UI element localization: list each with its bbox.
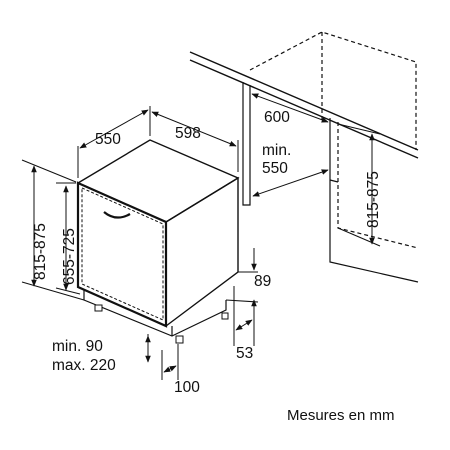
countertop-back-line (189, 59, 419, 159)
dim-line-depth-top (79, 109, 149, 149)
label-niche-height: 815-875 (365, 171, 382, 228)
countertop-front-line (189, 51, 419, 151)
label-niche-width: 600 (264, 109, 290, 126)
label-feet-line1: min. 90 (52, 338, 103, 355)
dimension-lines (21, 93, 381, 380)
dim-line-niche-depth (252, 169, 329, 197)
niche-cabinet (189, 31, 419, 283)
dimension-labels: 550 598 600 min. 550 815-875 815-875 655… (32, 109, 382, 396)
label-feet-line2: max. 220 (52, 357, 116, 374)
dim-line-niche-width (251, 93, 329, 123)
label-depth-top: 550 (95, 131, 121, 148)
dim-line-feet-offset (163, 365, 177, 373)
label-niche-depth-line1: min. (262, 142, 291, 159)
dishwasher-top (76, 139, 240, 223)
dishwasher-door-inner (81, 187, 164, 321)
door-handle (103, 211, 131, 219)
niche-right-panel (329, 118, 419, 283)
label-total-height: 815-875 (32, 223, 49, 280)
label-appliance-height: 655-725 (61, 228, 78, 285)
dishwasher-side (165, 176, 239, 327)
niche-left-panel (242, 82, 251, 206)
upper-cabinet-outline (249, 31, 417, 150)
foot-back-right (221, 312, 229, 320)
label-niche-depth-line2: 550 (262, 160, 288, 177)
dishwasher-body (76, 139, 240, 344)
dishwasher-front (76, 181, 168, 328)
label-width-top: 598 (175, 125, 201, 142)
dim-line-width-top (151, 111, 237, 147)
dim-line-plinth-depth (235, 319, 253, 331)
foot-front-left (94, 304, 103, 312)
foot-front-right (175, 335, 184, 344)
label-feet-offset: 100 (174, 379, 200, 396)
units-caption: Mesures en mm (287, 407, 395, 424)
label-plinth-depth: 53 (236, 345, 253, 362)
label-plinth-height: 89 (254, 273, 271, 290)
